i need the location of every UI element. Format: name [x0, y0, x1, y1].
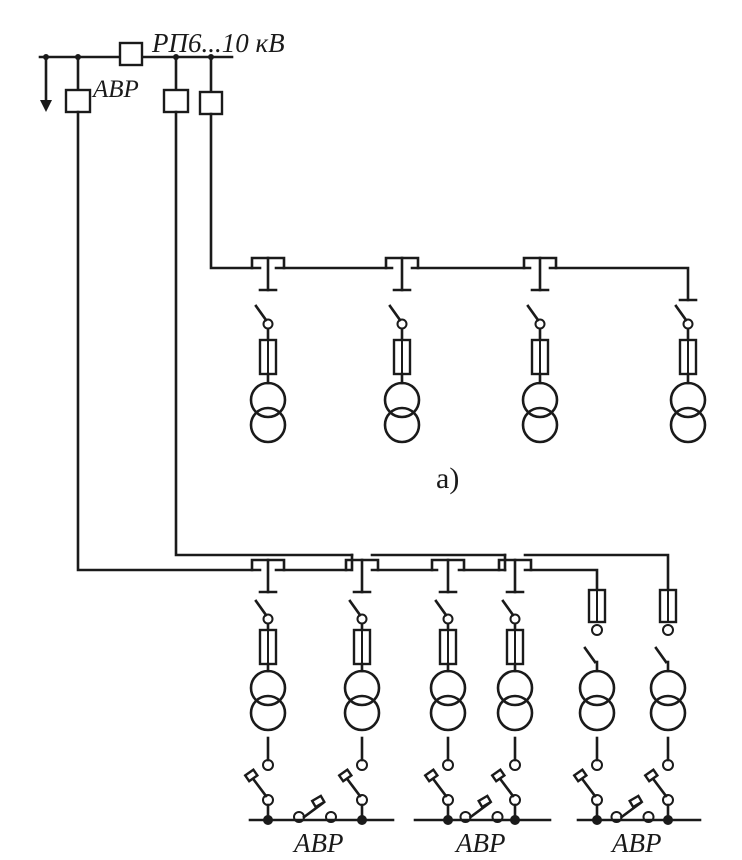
outgoing-arrow-icon: [40, 100, 52, 112]
feeder-lines: [76, 110, 354, 572]
switch-contact: [262, 613, 274, 625]
transformer-substation: [383, 304, 421, 444]
transformer-winding-lv: [383, 406, 421, 444]
disconnect-blade: [348, 599, 362, 617]
switch-contact: [396, 318, 408, 330]
avr-label-top: АВР: [93, 76, 139, 103]
rp-title: РП6...10 кВ: [152, 28, 285, 58]
transformer-substation: [578, 588, 616, 732]
avr-label-bottom-1: АВР: [294, 828, 344, 858]
transformer-winding-hv: [521, 381, 559, 419]
feeder-line-b2: [174, 110, 354, 557]
transformer-winding-lv: [521, 406, 559, 444]
switch-contact: [682, 318, 694, 330]
scheme-a-substations: [249, 256, 707, 444]
disconnect-blade: [388, 304, 402, 322]
disconnect-blade: [434, 599, 448, 617]
avr-label-bottom-3: АВР: [612, 828, 662, 858]
disconnect-blade: [526, 304, 540, 322]
transformer-winding-hv: [496, 669, 534, 707]
transformer-substation: [649, 588, 687, 732]
scheme-b-trunk: [274, 553, 670, 592]
switch-contact: [534, 318, 546, 330]
transformer-substation: [343, 599, 381, 732]
transformer-substation: [521, 304, 559, 444]
scheme-a-ring: [274, 266, 690, 302]
transformer-winding-lv: [669, 406, 707, 444]
transformer-winding-lv: [343, 694, 381, 732]
transformer-winding-hv: [249, 669, 287, 707]
transformer-winding-hv: [343, 669, 381, 707]
transformer-winding-lv: [249, 694, 287, 732]
transformer-substation: [249, 599, 287, 732]
feeder-line-a: [209, 112, 262, 270]
transformer-winding-hv: [429, 669, 467, 707]
disconnect-blade: [254, 304, 268, 322]
transformer-winding-lv: [429, 694, 467, 732]
transformer-winding-hv: [383, 381, 421, 419]
transformer-winding-lv: [496, 694, 534, 732]
transformer-winding-lv: [249, 406, 287, 444]
feeder-switch-2: [162, 88, 190, 114]
scheme-a-label: а): [436, 462, 460, 495]
disconnect-blade: [254, 599, 268, 617]
switch-contact: [356, 613, 368, 625]
disconnect-blade: [674, 304, 688, 322]
feeder-line-b1: [76, 110, 262, 572]
transformer-substation: [669, 304, 707, 444]
transformer-winding-hv: [249, 381, 287, 419]
transformer-winding-hv: [669, 381, 707, 419]
scheme-b-substations: [249, 553, 687, 732]
switch-contact: [509, 613, 521, 625]
rp-bus-switch: [118, 41, 144, 67]
switch-contact: [442, 613, 454, 625]
disconnect-blade: [501, 599, 515, 617]
feeder-switch-1: [64, 88, 92, 114]
disconnect-blade: [654, 646, 668, 664]
lv-avr-switches: [243, 736, 674, 825]
disconnect-blade: [583, 646, 597, 664]
feeder-switch-3: [198, 90, 224, 116]
transformer-substation: [249, 304, 287, 444]
avr-label-bottom-2: АВР: [456, 828, 506, 858]
transformer-substation: [496, 599, 534, 732]
transformer-substation: [429, 599, 467, 732]
switch-contact: [262, 318, 274, 330]
